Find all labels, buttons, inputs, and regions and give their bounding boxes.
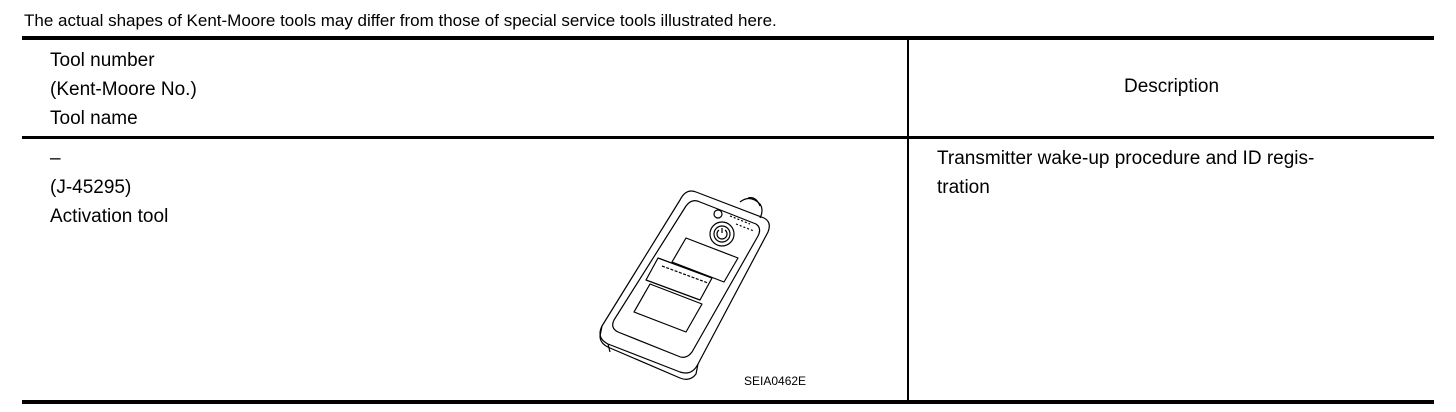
kent-moore-number: (J-45295) [50, 177, 132, 198]
table-bottom-rule [22, 400, 1434, 404]
tool-number: – [50, 148, 61, 169]
description-line-2: tration [937, 177, 990, 198]
table-row-description-cell: Transmitter wake-up procedure and ID reg… [937, 144, 1314, 202]
header-tool-number: Tool number [50, 50, 155, 71]
table-header-rule [22, 136, 1434, 139]
header-description: Description [1123, 76, 1220, 97]
table-row-tool-cell: – (J-45295) Activation tool [50, 144, 168, 231]
header-kent-moore-no: (Kent-Moore No.) [50, 79, 197, 100]
header-tool-column: Tool number (Kent-Moore No.) Tool name [50, 46, 197, 133]
activation-tool-illustration-icon [599, 190, 770, 380]
tool-name: Activation tool [50, 206, 169, 227]
figure-code: SEIA0462E [744, 374, 807, 388]
page-note: The actual shapes of Kent-Moore tools ma… [24, 11, 777, 30]
description-line-1: Transmitter wake-up procedure and ID reg… [937, 148, 1315, 169]
header-tool-name: Tool name [50, 108, 138, 129]
table-column-divider [907, 40, 909, 400]
table-top-rule [22, 36, 1434, 40]
